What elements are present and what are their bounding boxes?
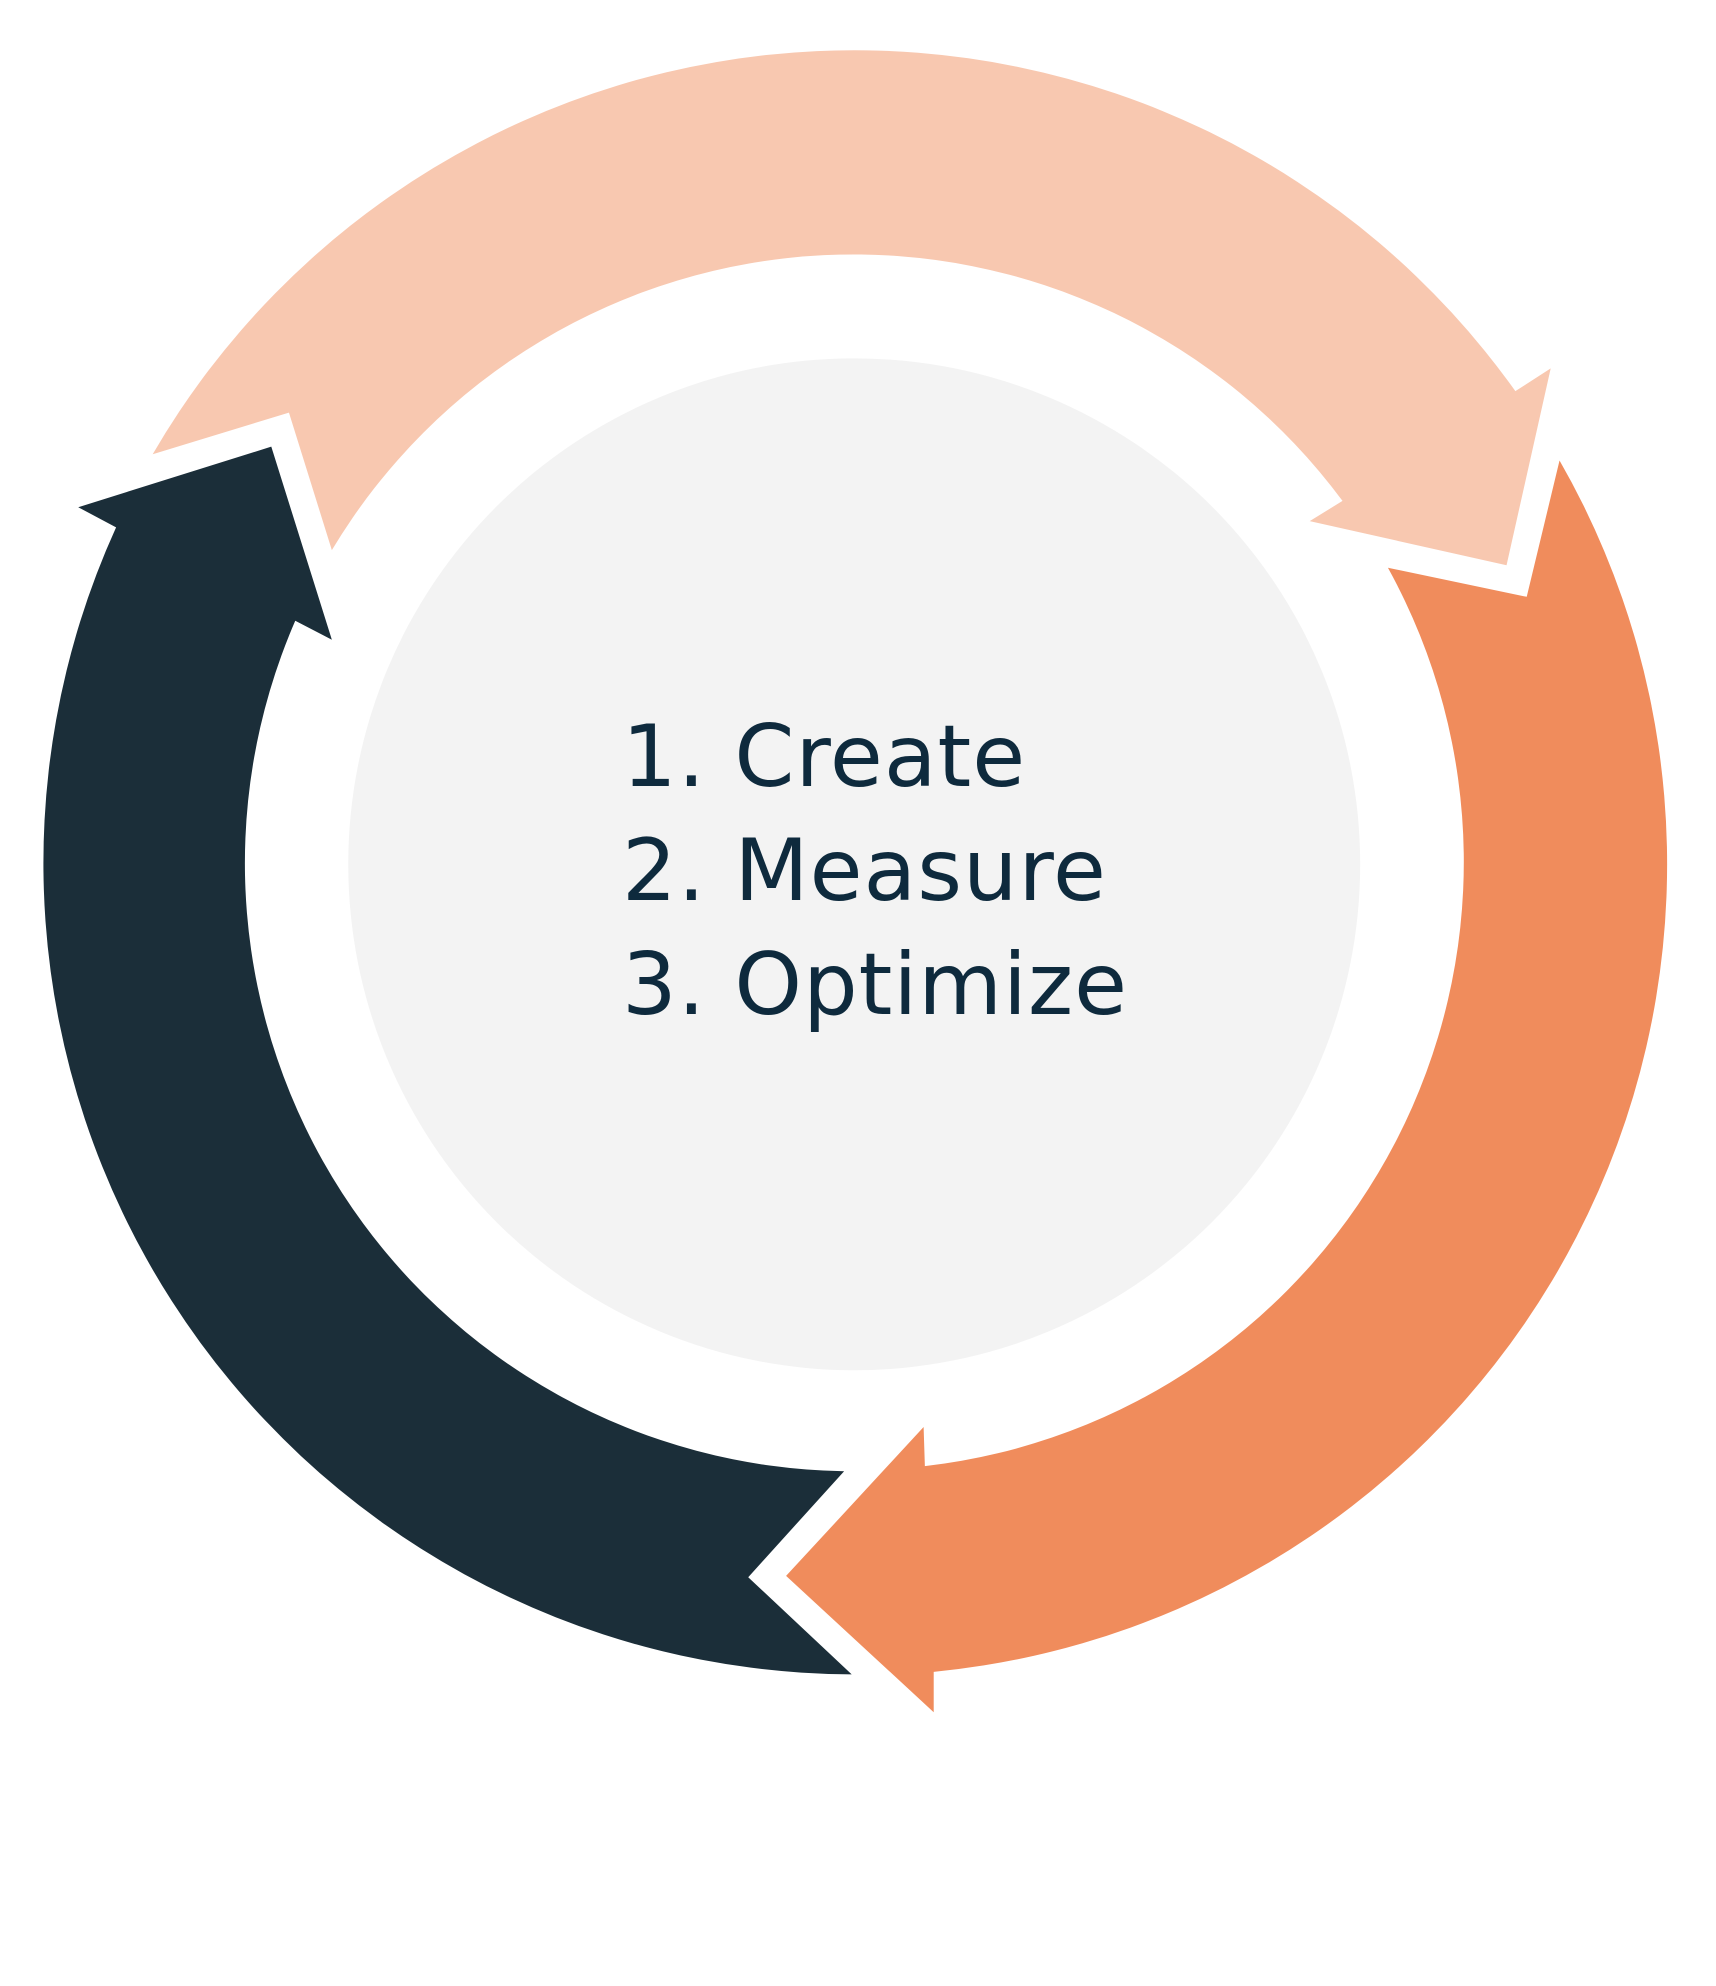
measure-arrow <box>786 460 1668 1713</box>
step-create: 1. Create <box>622 707 1027 807</box>
center-circle <box>348 358 1361 1371</box>
create-arrow <box>152 50 1551 566</box>
step-measure: 2. Measure <box>622 821 1107 921</box>
steps-list: 1. Create 2. Measure 3. Optimize <box>622 700 1128 1042</box>
step-optimize: 3. Optimize <box>622 935 1129 1035</box>
optimize-arrow <box>43 446 852 1675</box>
